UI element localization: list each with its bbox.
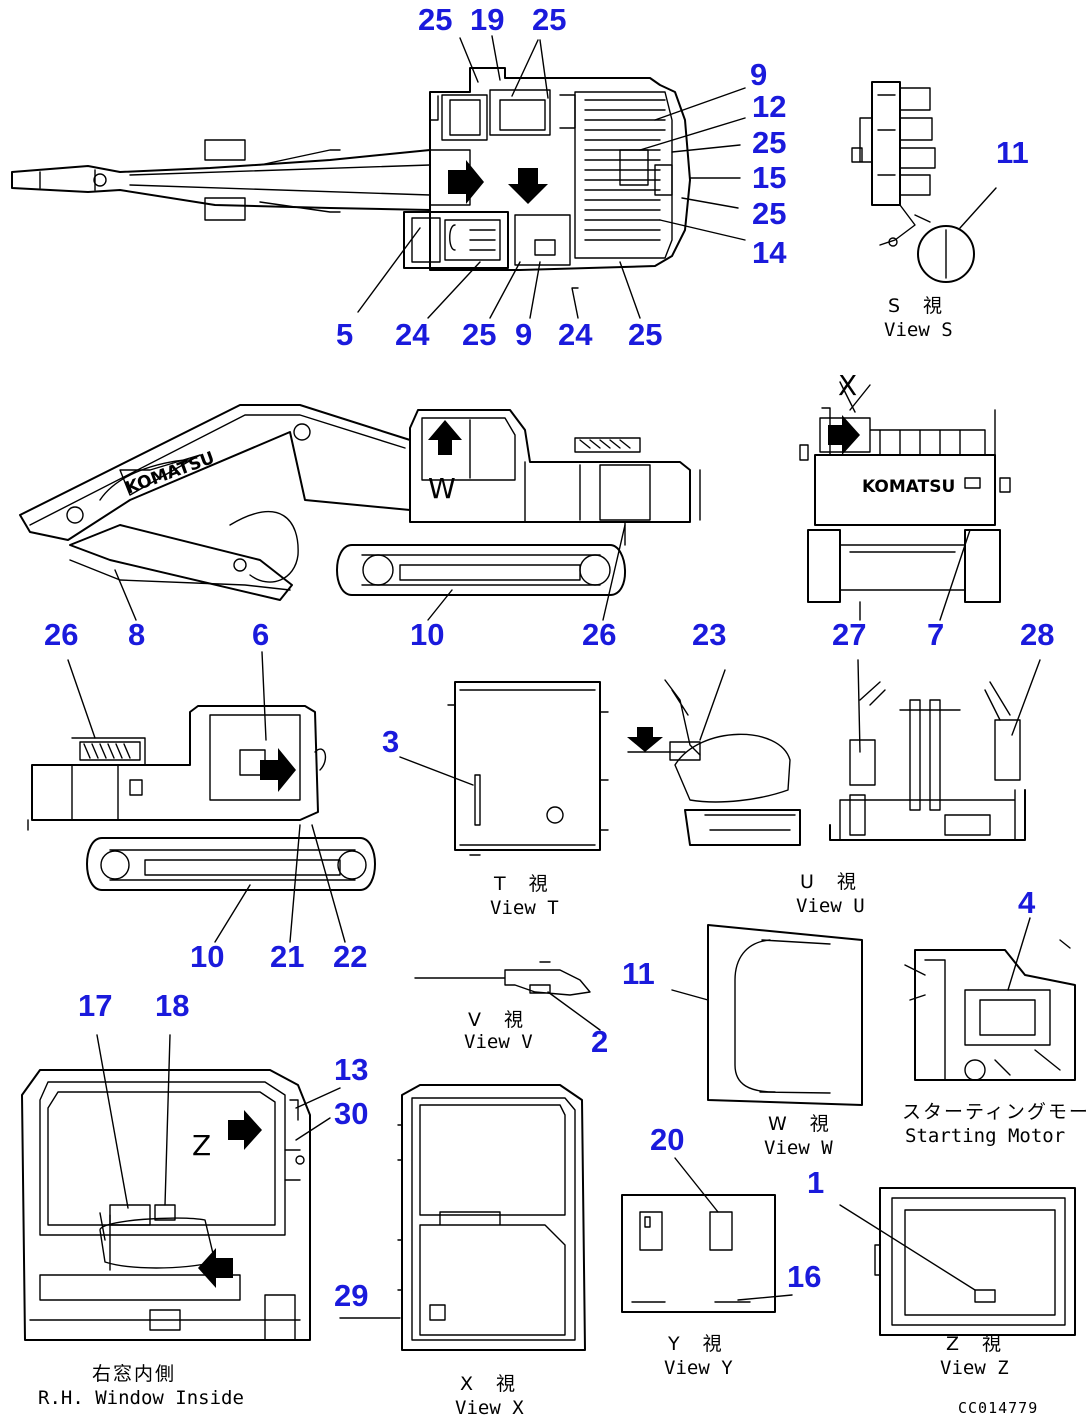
rear-brand-text: KOMATSU	[862, 477, 955, 497]
callout-9: 9	[515, 317, 532, 352]
callout-25: 25	[628, 317, 662, 352]
side-view-drawing: KOMATSU W	[19, 404, 701, 601]
view-u-drawing	[627, 669, 801, 846]
drawing-code: CC014779	[958, 1399, 1038, 1417]
callout-7: 7	[927, 617, 944, 652]
view-s-drawing	[851, 81, 997, 283]
callout-16: 16	[787, 1259, 821, 1294]
callout-8: 8	[128, 617, 145, 652]
view-u-caption: View U	[796, 895, 865, 917]
callout-25: 25	[752, 196, 786, 231]
callout-18: 18	[155, 988, 189, 1023]
rear-view-drawing: KOMATSU	[799, 381, 1011, 603]
callout-1: 1	[807, 1165, 824, 1200]
view-x-marker-letter: X	[838, 369, 857, 402]
callout-3: 3	[382, 724, 399, 759]
view-z-caption: View Z	[940, 1357, 1009, 1379]
view-v-caption-jp: V 視	[468, 1009, 525, 1031]
view-z-drawing	[839, 1187, 1076, 1336]
callout-19: 19	[470, 2, 504, 37]
callout-20: 20	[650, 1122, 684, 1157]
callout-23: 23	[692, 617, 726, 652]
view-x-drawing	[339, 1084, 586, 1351]
callout-24: 24	[558, 317, 593, 352]
view-s-caption-jp: S 視	[888, 295, 944, 317]
rh-window-drawing: Z	[21, 1034, 341, 1341]
callout-25: 25	[462, 317, 496, 352]
callout-26: 26	[582, 617, 616, 652]
callout-25: 25	[532, 2, 566, 37]
callout-2: 2	[591, 1024, 608, 1059]
view-captions: S 視 View S T 視 View T U 視 View U V 視 Vie…	[38, 295, 1090, 1419]
rh-side-view-drawing	[27, 705, 376, 891]
callout-17: 17	[78, 988, 112, 1023]
top-view-drawing	[11, 67, 691, 271]
callout-13: 13	[334, 1052, 368, 1087]
rh-window-caption-jp: 右窓内側	[92, 1363, 176, 1385]
callout-10: 10	[410, 617, 444, 652]
top-view-leaders	[357, 35, 746, 319]
callout-27: 27	[832, 617, 866, 652]
view-s-caption: View S	[884, 319, 953, 341]
rh-side-leaders	[67, 651, 346, 943]
view-w-drawing	[671, 924, 863, 1106]
callout-28: 28	[1020, 617, 1054, 652]
view-v-caption: View V	[464, 1031, 533, 1053]
callout-15: 15	[752, 160, 786, 195]
callout-11: 11	[996, 135, 1029, 170]
callout-4: 4	[1018, 885, 1036, 920]
view-t-drawing	[399, 681, 609, 856]
side-rear-leaders	[114, 524, 971, 621]
view-u-caption-jp: U 視	[800, 871, 858, 893]
callout-11: 11	[622, 956, 655, 991]
callout-6: 6	[252, 617, 269, 652]
view-w-caption: View W	[764, 1137, 833, 1159]
view-x-caption: View X	[455, 1397, 524, 1419]
view-v-drawing	[414, 961, 601, 1031]
callout-25: 25	[752, 125, 786, 160]
view-w-marker-letter: W	[428, 472, 456, 505]
callout-10: 10	[190, 939, 224, 974]
callout-26: 26	[44, 617, 78, 652]
view-z-marker-letter: Z	[192, 1129, 211, 1162]
callout-14: 14	[752, 235, 787, 270]
callout-30: 30	[334, 1096, 368, 1131]
view-t-caption-jp: T 視	[493, 873, 550, 895]
view-w-caption-jp: W 視	[768, 1113, 831, 1135]
callout-12: 12	[752, 89, 786, 124]
starting-motor-drawing	[904, 917, 1076, 1081]
callout-22: 22	[333, 939, 367, 974]
view-seat-drawing	[829, 659, 1041, 841]
view-y-caption: View Y	[664, 1357, 733, 1379]
callout-9: 9	[750, 57, 767, 92]
callout-5: 5	[336, 317, 353, 352]
callout-25: 25	[418, 2, 452, 37]
view-y-caption-jp: Y 視	[667, 1333, 724, 1355]
callout-numbers: 25 19 25 9 12 25 15 25 14 5 24 25 9 24 2…	[44, 2, 1054, 1313]
view-z-caption-jp: Z 視	[946, 1333, 1003, 1355]
callout-29: 29	[334, 1278, 368, 1313]
starting-motor-caption: Starting Motor	[905, 1125, 1065, 1147]
rh-window-caption: R.H. Window Inside	[38, 1387, 244, 1409]
callout-21: 21	[270, 939, 304, 974]
starting-motor-caption-jp: スターティングモータ	[902, 1101, 1090, 1123]
view-y-drawing	[621, 1157, 793, 1313]
callout-24: 24	[395, 317, 430, 352]
view-x-caption-jp: X 視	[460, 1373, 517, 1395]
view-t-caption: View T	[490, 897, 559, 919]
